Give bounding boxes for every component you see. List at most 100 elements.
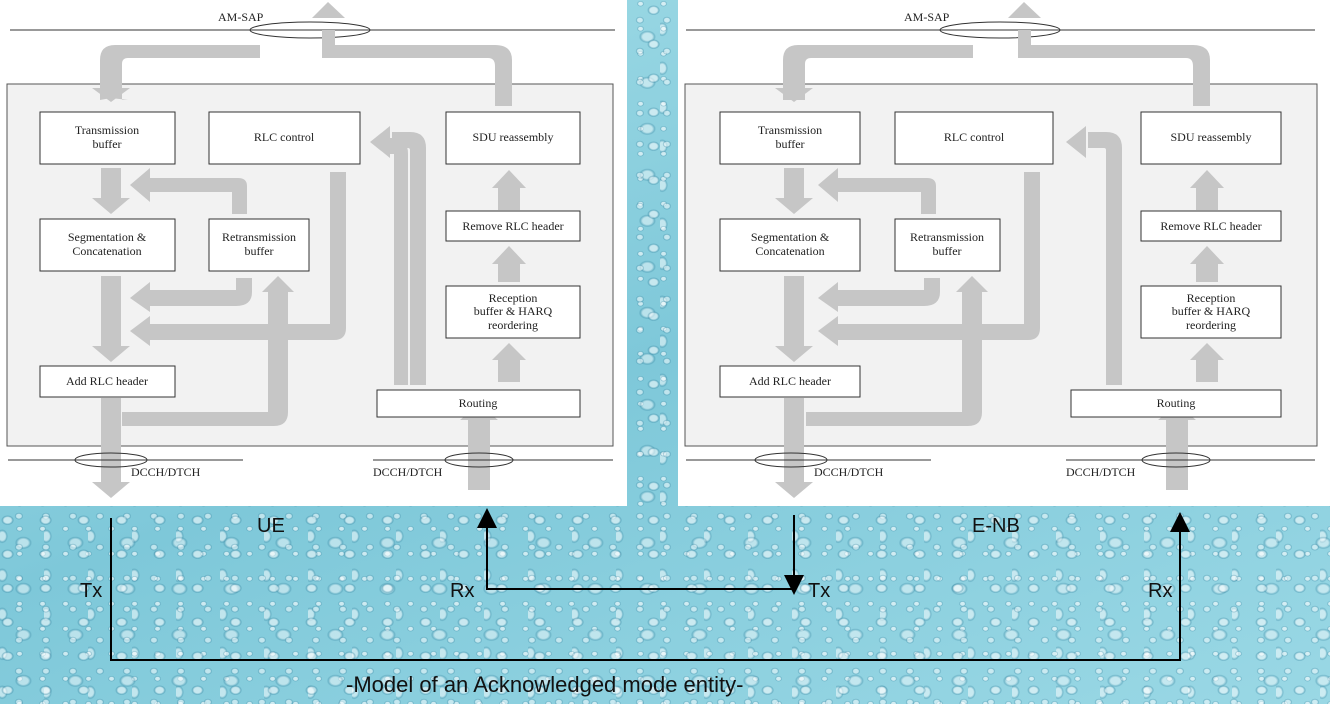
ue-arrow-head bbox=[312, 2, 345, 18]
enb-retransmission-buffer-line1: Retransmission bbox=[910, 230, 984, 244]
enb-arrow-head bbox=[1190, 246, 1224, 264]
enb-tx-channel-label: DCCH/DTCH bbox=[814, 465, 884, 479]
ue-transmission-buffer-box bbox=[39, 111, 176, 165]
ue-arrow-reception-to-remove bbox=[498, 262, 520, 282]
ue-arrow-head bbox=[130, 316, 150, 346]
ue-retransmission-buffer-line1: Retransmission bbox=[222, 230, 296, 244]
enb-retransmission-buffer-box bbox=[894, 218, 1001, 272]
enb-routing-box bbox=[1070, 389, 1282, 418]
ue-remove-header-label: Remove RLC header bbox=[462, 219, 563, 233]
ue-arrow-rx-in bbox=[468, 420, 490, 490]
ue-segmentation-line2: Concatenation bbox=[72, 244, 141, 258]
enb-segmentation-line1: Segmentation & bbox=[751, 230, 830, 244]
enb-label: E-NB bbox=[972, 515, 1020, 537]
ue-reception-buffer-line2: buffer & HARQ bbox=[474, 304, 553, 318]
ue-remove-header-box bbox=[445, 210, 581, 242]
ue-arrow-head bbox=[492, 343, 526, 360]
ue-rx-label: Rx bbox=[450, 580, 475, 602]
ue-arrow-remove-to-sdu bbox=[498, 186, 520, 210]
ue-arrow-head bbox=[92, 198, 130, 214]
tx-rx-links bbox=[110, 508, 1190, 661]
enb-rlc-control-label: RLC control bbox=[944, 130, 1005, 144]
enb-arrow-routing-up bbox=[1088, 132, 1122, 385]
ue-arrow-tx-to-seg bbox=[101, 168, 121, 200]
ue-arrow-head bbox=[262, 276, 294, 292]
enb-arrow-tx-out bbox=[784, 398, 804, 482]
enb-arrow-seg-to-add bbox=[784, 276, 804, 348]
ue-arrow-routing-to-reception bbox=[498, 358, 520, 382]
ue-arrow-tx-out bbox=[101, 398, 121, 482]
enb-reception-buffer-line1: Reception bbox=[1187, 291, 1236, 305]
ue-arrow-head bbox=[92, 88, 130, 102]
enb-flow-arrows bbox=[775, 2, 1224, 498]
enb-arrow-head bbox=[1008, 2, 1041, 18]
ue-arrow-head bbox=[492, 170, 526, 188]
enb-reception-buffer-line3: reordering bbox=[1186, 318, 1236, 332]
ue-tx-label: Tx bbox=[80, 580, 103, 602]
enb-arrow-sap-up bbox=[1018, 30, 1210, 106]
ue-retransmission-buffer-line2: buffer bbox=[244, 244, 273, 258]
enb-transmission-buffer-line1: Transmission bbox=[758, 123, 822, 137]
ue-arrow-sap-up bbox=[322, 30, 512, 106]
enb-reception-buffer-line2: buffer & HARQ bbox=[1172, 304, 1251, 318]
enb-rx-channel-label: DCCH/DTCH bbox=[1066, 465, 1136, 479]
ue-arrow-retx-to-seg bbox=[148, 178, 247, 214]
enb-arrow-head bbox=[818, 168, 838, 202]
ue-transmission-buffer-line2: buffer bbox=[92, 137, 121, 151]
ue-routing-box bbox=[376, 389, 581, 418]
ue-arrow-head bbox=[130, 168, 150, 202]
enb-retransmission-buffer-line2: buffer bbox=[932, 244, 961, 258]
ue-arrow-head bbox=[130, 282, 150, 312]
enb-segmentation-box bbox=[719, 218, 861, 272]
ue-retransmission-buffer-box bbox=[208, 218, 310, 272]
enb-arrow-rx-in bbox=[1166, 420, 1188, 490]
ue-arrow-head bbox=[92, 346, 130, 362]
ue-sdu-reassembly-label: SDU reassembly bbox=[473, 130, 554, 144]
enb-am-sap-label: AM-SAP bbox=[904, 10, 950, 24]
ue-rlc-diagram: AM-SAP bbox=[0, 0, 627, 506]
enb-rx-label: Rx bbox=[1148, 580, 1173, 602]
enb-arrow-head bbox=[1190, 170, 1224, 188]
enb-add-header-box bbox=[719, 365, 861, 398]
ue-flow-arrows bbox=[92, 2, 526, 498]
enb-routing-label: Routing bbox=[1157, 396, 1196, 410]
ue-arrow-retx-out bbox=[150, 278, 252, 306]
ue-tx-channel-label: DCCH/DTCH bbox=[131, 465, 201, 479]
ue-rlc-control-label: RLC control bbox=[254, 130, 315, 144]
enb-rx-channel-ellipse bbox=[1141, 452, 1211, 468]
enb-rlc-diagram: AM-SAP bbox=[678, 0, 1330, 506]
enb-arrow-head bbox=[1066, 126, 1086, 158]
enb-arrow-to-retx bbox=[806, 290, 982, 426]
enb-arrow-head bbox=[1190, 343, 1224, 360]
ue-sdu-reassembly-box bbox=[445, 111, 581, 165]
ue-arrow-to-retx bbox=[122, 290, 288, 426]
enb-remove-header-box bbox=[1140, 210, 1282, 242]
ue-reception-buffer-line3: reordering bbox=[488, 318, 538, 332]
enb-transmission-buffer-line2: buffer bbox=[775, 137, 804, 151]
ue-am-sap-ellipse bbox=[249, 21, 371, 39]
ue-arrow-head bbox=[92, 482, 130, 498]
ue-tx-to-enb-rx-link bbox=[110, 512, 1190, 661]
ue-label: UE bbox=[257, 515, 285, 537]
ue-segmentation-line1: Segmentation & bbox=[68, 230, 147, 244]
enb-tx-to-ue-rx-link bbox=[477, 508, 795, 590]
figure-caption: -Model of an Acknowledged mode entity- bbox=[346, 672, 744, 697]
ue-add-header-box bbox=[39, 365, 176, 398]
enb-arrow-retx-to-seg bbox=[836, 178, 936, 214]
enb-transmission-buffer-box bbox=[719, 111, 861, 165]
enb-tx-channel-ellipse bbox=[754, 452, 828, 468]
enb-arrow-remove-to-sdu bbox=[1196, 186, 1218, 210]
enb-tx-label: Tx bbox=[808, 580, 831, 602]
enb-arrow-routing-to-reception bbox=[1196, 358, 1218, 382]
enb-reception-buffer-box bbox=[1140, 285, 1282, 339]
ue-rx-channel-label: DCCH/DTCH bbox=[373, 465, 443, 479]
ue-arrow-routing-up bbox=[392, 132, 426, 385]
enb-am-sap-ellipse bbox=[939, 21, 1061, 39]
ue-transmission-buffer-line1: Transmission bbox=[75, 123, 139, 137]
enb-arrow-head bbox=[956, 276, 988, 292]
ue-arrow-head bbox=[492, 246, 526, 264]
ue-reception-buffer-box bbox=[445, 285, 581, 339]
enb-arrow-head bbox=[775, 88, 813, 102]
enb-segmentation-line2: Concatenation bbox=[755, 244, 824, 258]
